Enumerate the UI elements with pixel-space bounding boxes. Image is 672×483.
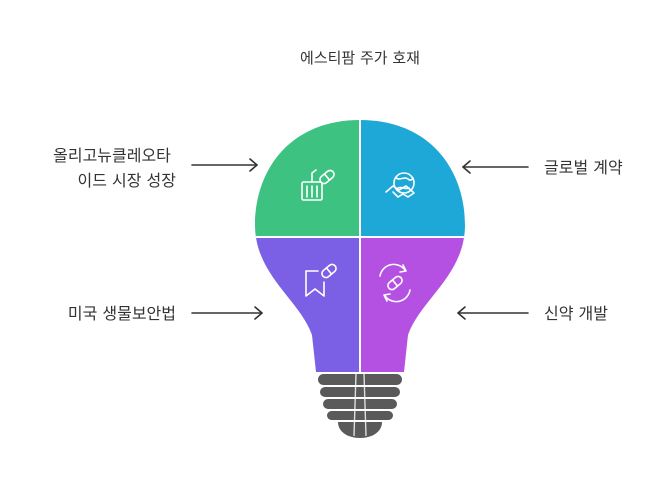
globe-handshake-icon: [385, 172, 415, 198]
diagram-title: 에스티팜 주가 호재: [300, 49, 420, 67]
quadrant-top-right: [360, 120, 465, 237]
label-bottom-left: 미국 생물보안법: [68, 304, 176, 323]
bulb-base: [318, 373, 402, 438]
label-top-right: 글로벌 계약: [544, 158, 623, 177]
quadrant-bottom-right: [360, 237, 465, 372]
factory-pill-icon: [301, 169, 335, 201]
arrow-bottom-right: [457, 306, 529, 320]
arrow-bottom-left: [191, 306, 263, 320]
pill-cycle-icon: [379, 263, 411, 303]
bookmark-pill-icon: [305, 263, 337, 297]
quadrant-top-left: [255, 120, 360, 237]
bulb-glass: [255, 120, 465, 372]
quadrant-bottom-left: [255, 237, 360, 372]
label-bottom-right: 신약 개발: [544, 304, 608, 323]
arrow-top-right: [462, 160, 529, 174]
label-top-left: 올리고뉴클레오타 이드 시장 성장: [53, 146, 176, 190]
arrow-top-left: [191, 158, 258, 172]
